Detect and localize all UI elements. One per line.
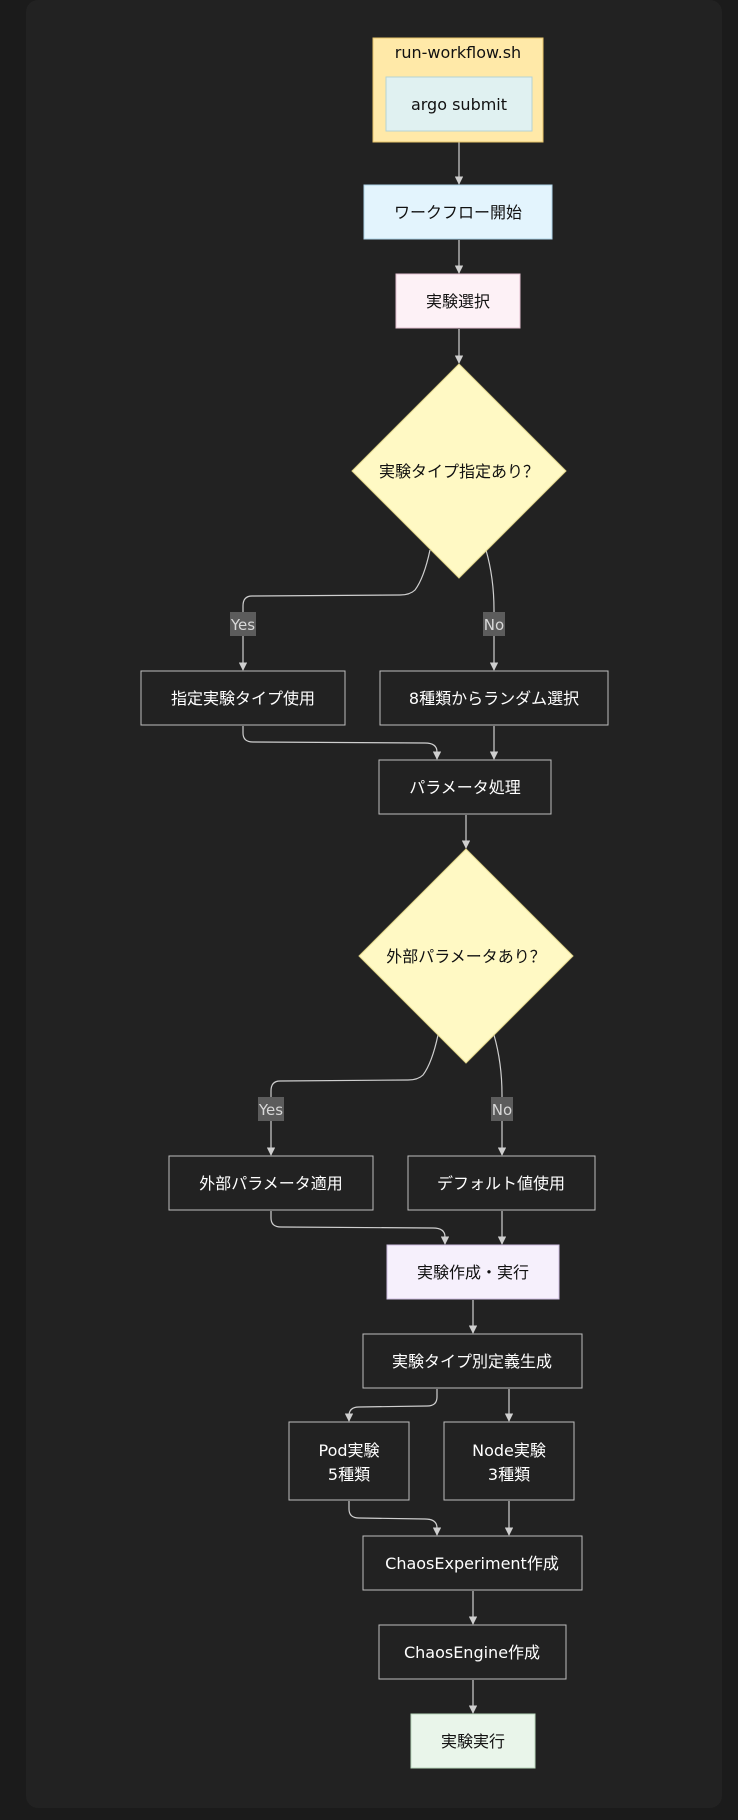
svg-text:5種類: 5種類 bbox=[328, 1465, 370, 1484]
edges bbox=[238, 132, 514, 1714]
svg-text:Node実験: Node実験 bbox=[472, 1441, 546, 1460]
svg-text:Pod実験: Pod実験 bbox=[318, 1441, 379, 1460]
node-workflow-start: ワークフロー開始 bbox=[363, 184, 553, 240]
node-experiment-run: 実験実行 bbox=[410, 1713, 536, 1769]
node-argo-submit: argo submit bbox=[385, 76, 533, 132]
edge-decision1-yes bbox=[238, 549, 431, 671]
subgraph-title: run-workflow.sh bbox=[395, 43, 521, 62]
node-random-select: 8種類からランダム選択 bbox=[379, 670, 609, 726]
svg-text:実験タイプ指定あり？: 実験タイプ指定あり？ bbox=[379, 462, 539, 481]
edge-specified-to-params bbox=[242, 726, 442, 760]
svg-text:ChaosExperiment作成: ChaosExperiment作成 bbox=[385, 1554, 559, 1573]
svg-text:argo submit: argo submit bbox=[411, 95, 507, 114]
svg-text:8種類からランダム選択: 8種類からランダム選択 bbox=[409, 689, 579, 708]
edge-decision2-yes bbox=[266, 1034, 439, 1156]
node-node-experiment: Node実験 3種類 bbox=[443, 1421, 575, 1501]
svg-text:Yes: Yes bbox=[230, 616, 255, 634]
node-experiment-select: 実験選択 bbox=[395, 273, 521, 329]
edge-external-to-create bbox=[270, 1211, 450, 1245]
decision-experiment-type-specified: 実験タイプ指定あり？ bbox=[351, 363, 567, 579]
svg-text:外部パラメータあり？: 外部パラメータあり？ bbox=[386, 947, 546, 966]
svg-text:ワークフロー開始: ワークフロー開始 bbox=[394, 203, 522, 222]
node-use-specified-type: 指定実験タイプ使用 bbox=[140, 670, 346, 726]
svg-text:Yes: Yes bbox=[258, 1101, 283, 1119]
svg-text:実験タイプ別定義生成: 実験タイプ別定義生成 bbox=[392, 1352, 552, 1371]
svg-text:パラメータ処理: パラメータ処理 bbox=[409, 778, 521, 797]
svg-text:実験実行: 実験実行 bbox=[441, 1732, 505, 1751]
node-experiment-create-run: 実験作成・実行 bbox=[386, 1244, 560, 1300]
edge-label-yes-2: Yes bbox=[258, 1097, 284, 1121]
decision-external-params: 外部パラメータあり？ bbox=[358, 848, 574, 1064]
node-chaos-engine-create: ChaosEngine作成 bbox=[378, 1624, 567, 1680]
svg-text:実験選択: 実験選択 bbox=[426, 292, 490, 311]
edge-define-to-pod bbox=[344, 1389, 438, 1422]
edge-pod-to-chaosexp bbox=[348, 1501, 442, 1536]
node-parameter-processing: パラメータ処理 bbox=[378, 759, 552, 815]
node-define-by-type: 実験タイプ別定義生成 bbox=[362, 1333, 583, 1389]
node-chaos-experiment-create: ChaosExperiment作成 bbox=[362, 1535, 583, 1591]
svg-text:外部パラメータ適用: 外部パラメータ適用 bbox=[199, 1174, 343, 1193]
svg-text:No: No bbox=[484, 616, 504, 634]
svg-text:No: No bbox=[492, 1101, 512, 1119]
edge-label-no-2: No bbox=[491, 1097, 513, 1121]
node-use-default-values: デフォルト値使用 bbox=[407, 1155, 596, 1211]
svg-text:デフォルト値使用: デフォルト値使用 bbox=[437, 1174, 565, 1193]
edge-label-no-1: No bbox=[483, 612, 505, 636]
node-pod-experiment: Pod実験 5種類 bbox=[288, 1421, 410, 1501]
svg-text:指定実験タイプ使用: 指定実験タイプ使用 bbox=[171, 689, 315, 708]
node-apply-external-params: 外部パラメータ適用 bbox=[168, 1155, 374, 1211]
edge-label-yes-1: Yes bbox=[230, 612, 256, 636]
edge-decision1-no bbox=[485, 549, 499, 671]
diagram-panel bbox=[26, 0, 722, 1808]
svg-text:3種類: 3種類 bbox=[488, 1465, 530, 1484]
edge-decision2-no bbox=[493, 1034, 507, 1156]
svg-text:ChaosEngine作成: ChaosEngine作成 bbox=[404, 1643, 540, 1662]
svg-text:実験作成・実行: 実験作成・実行 bbox=[417, 1263, 529, 1282]
